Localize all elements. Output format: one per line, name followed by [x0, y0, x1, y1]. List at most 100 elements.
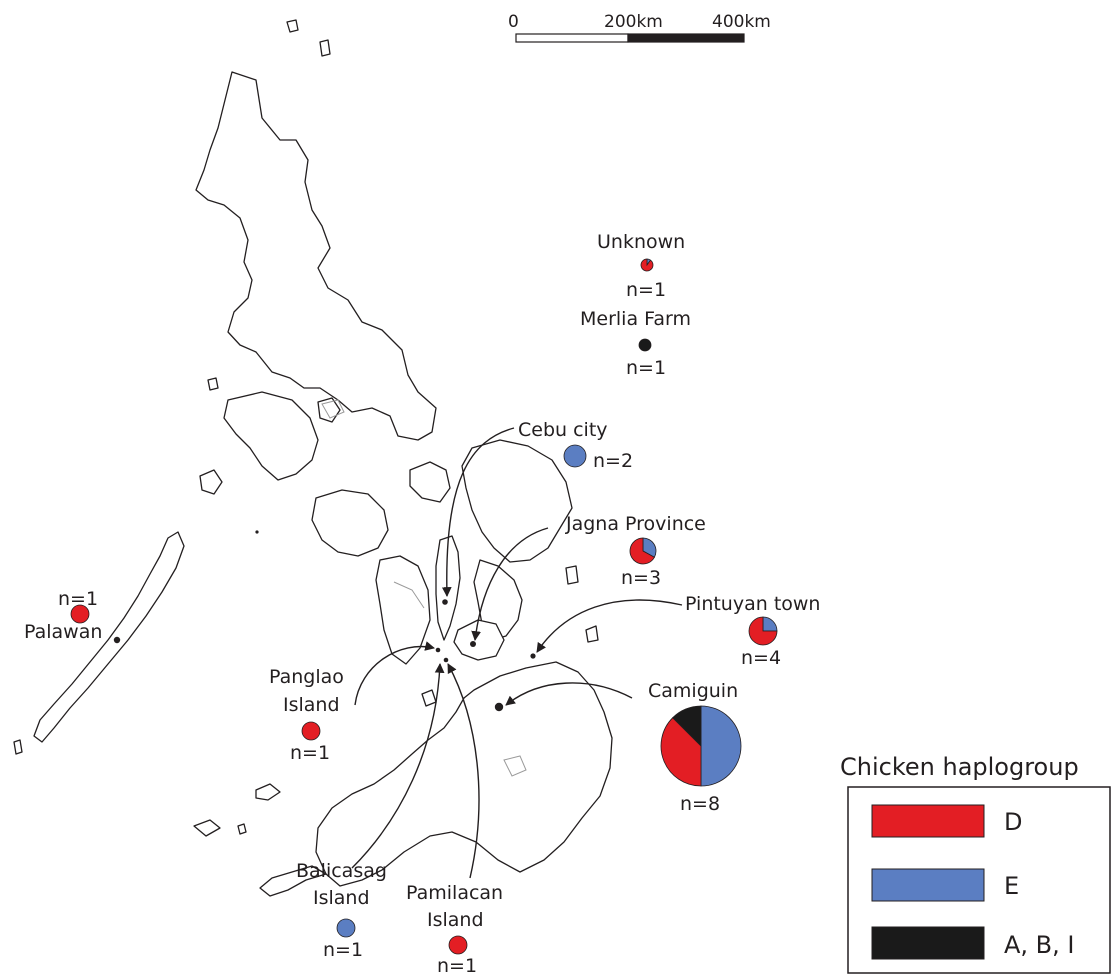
- pie-palawan: [70, 604, 90, 624]
- coastlines: [13, 19, 613, 897]
- site-name-palawan: Palawan: [24, 621, 102, 643]
- pie-slice-camiguin-e: [700, 705, 742, 787]
- scale-tick-400km: 400km: [712, 12, 771, 32]
- pie-pamilacan-island: [448, 935, 468, 955]
- coast-marinduque: [317, 397, 341, 423]
- legend: Chicken haplogroup D E A, B, I: [840, 753, 1111, 974]
- site-name2-panglao-island: Island: [283, 694, 340, 716]
- interior-lines: [321, 399, 527, 777]
- site-n-cebu-city: n=2: [593, 450, 633, 472]
- scale-bar-white-segment: [515, 33, 629, 43]
- pie-slice-panglao-island-d: [301, 721, 321, 741]
- pie-slice-palawan-d: [70, 604, 90, 624]
- location-dot-cebu-city: [442, 599, 448, 605]
- site-name-jagna-province: Jagna Province: [565, 513, 706, 535]
- legend-label-e: E: [1004, 872, 1019, 900]
- arrow-pamilacan-island: [447, 663, 480, 879]
- arrow-balicasag-island: [351, 663, 445, 869]
- arrows: [351, 427, 683, 879]
- site-n-pintuyan-town: n=4: [741, 647, 781, 669]
- coast-islet-1: [286, 19, 299, 33]
- arrow-jagna-province: [471, 527, 549, 641]
- pie-panglao-island: [301, 721, 321, 741]
- coast-calamian: [199, 469, 223, 495]
- coast-islet-2: [319, 39, 331, 57]
- arrow-camiguin: [505, 682, 633, 706]
- coast-palawan: [33, 531, 185, 743]
- location-dot-pamilacan: [443, 657, 449, 663]
- legend-swatch-abi: [871, 926, 985, 960]
- site-balicasag-island: Balicasag Island n=1: [296, 860, 387, 961]
- pie-slice-pintuyan-town-d: [748, 616, 778, 646]
- location-dot-camiguin: [494, 702, 504, 712]
- legend-title: Chicken haplogroup: [840, 753, 1079, 781]
- pie-jagna-province: [629, 537, 657, 565]
- arrow-cebu-city: [441, 427, 515, 597]
- coast-islet-6: [13, 739, 23, 755]
- site-name-camiguin: Camiguin: [648, 680, 738, 702]
- coast-panay: [311, 489, 389, 557]
- pie-camiguin: [660, 705, 742, 787]
- site-unknown: Unknown n=1: [597, 231, 685, 301]
- pie-slice-pamilacan-island-d: [448, 935, 468, 955]
- coast-leyte: [473, 559, 523, 641]
- site-n-unknown: n=1: [626, 279, 666, 301]
- coast-bohol: [453, 619, 505, 661]
- site-name-panglao-island: Panglao: [269, 666, 344, 688]
- site-n-jagna-province: n=3: [621, 567, 661, 589]
- site-palawan: n=1 Palawan: [24, 588, 102, 643]
- pie-slice-camiguin-d: [660, 717, 702, 787]
- site-panglao-island: Panglao Island n=1: [269, 666, 344, 764]
- pie-slice-merlia-farm-abi: [638, 338, 652, 352]
- lake-lanao: [503, 755, 527, 777]
- legend-label-d: D: [1004, 808, 1022, 836]
- scale-tick-0: 0: [508, 12, 519, 32]
- pie-slice-unknown-d: [640, 258, 654, 272]
- legend-swatch-d: [871, 804, 985, 838]
- site-n-balicasag-island: n=1: [323, 939, 363, 961]
- site-pamilacan-island: Pamilacan Island n=1: [406, 882, 503, 975]
- site-name-pintuyan-town: Pintuyan town: [685, 593, 820, 615]
- coast-negros: [375, 555, 431, 665]
- arrow-pintuyan-town: [536, 599, 683, 653]
- coast-islet-11: [255, 530, 259, 534]
- coast-mindoro: [223, 391, 319, 481]
- site-location-dots: [113, 599, 536, 712]
- site-name-cebu-city: Cebu city: [518, 419, 608, 441]
- location-dot-panglao-island: [435, 647, 441, 653]
- site-n-panglao-island: n=1: [290, 742, 330, 764]
- pie-pintuyan-town: [748, 616, 778, 646]
- coast-luzon: [195, 71, 437, 441]
- scale-tick-200km: 200km: [604, 12, 663, 32]
- pie-slice-cebu-city-e: [563, 444, 587, 468]
- pie-cebu-city: [563, 444, 587, 468]
- coast-islet-10: [421, 689, 437, 707]
- arrow-panglao-island: [354, 641, 435, 706]
- site-pintuyan-town: Pintuyan town n=4: [685, 593, 820, 669]
- coast-islet-4: [255, 783, 281, 801]
- coast-mindanao: [315, 661, 613, 887]
- site-n-palawan: n=1: [58, 588, 98, 610]
- site-n-camiguin: n=8: [680, 793, 720, 815]
- pie-merlia-farm: [638, 338, 652, 352]
- pie-slice-pintuyan-town-e: [762, 616, 778, 632]
- coast-islet-9: [237, 823, 247, 835]
- legend-swatch-e: [871, 868, 985, 902]
- coast-islet-7: [565, 565, 579, 585]
- site-n-pamilacan-island: n=1: [437, 955, 477, 975]
- pie-unknown: [640, 258, 654, 272]
- site-name2-pamilacan-island: Island: [427, 909, 484, 931]
- location-dot-palawan: [113, 636, 121, 644]
- pie-balicasag-island: [336, 918, 356, 938]
- site-name-merlia-farm: Merlia Farm: [580, 308, 691, 330]
- site-name-pamilacan-island: Pamilacan: [406, 882, 503, 904]
- site-name-unknown: Unknown: [597, 231, 685, 253]
- location-dot-jagna-province: [470, 641, 476, 647]
- pie-slice-jagna-province-d: [629, 537, 655, 565]
- pie-slice-camiguin-abi: [672, 705, 702, 747]
- pie-slice-balicasag-island-e: [336, 918, 356, 938]
- location-dot-pintuyan-town: [530, 653, 536, 659]
- site-camiguin: Camiguin n=8: [648, 680, 742, 815]
- coast-islet-3: [207, 377, 219, 391]
